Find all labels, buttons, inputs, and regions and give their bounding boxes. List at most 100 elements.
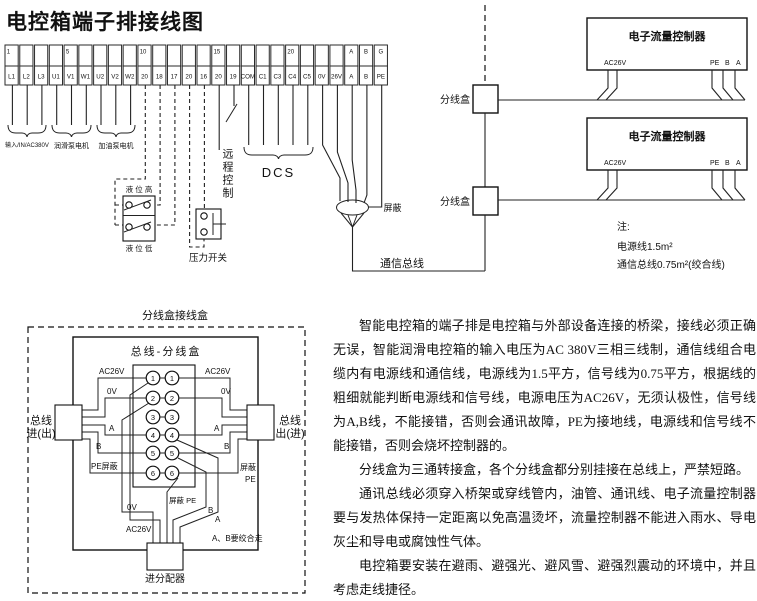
terminal-cell-top <box>255 44 270 67</box>
junction-box-detail: 分线盒接线盒 总线-分线盒 AC26V 0V A B PE屏蔽 AC26V 0V <box>27 308 306 594</box>
detail-right-pe: PE <box>245 475 256 484</box>
junction-box-1 <box>472 84 499 114</box>
bus-in-label: 总线 进(出) <box>24 415 58 441</box>
dcs-wires: DCS <box>243 85 314 180</box>
lube-pump-label: 润滑泵电机 <box>54 141 89 150</box>
brace-oil-pump <box>96 124 136 138</box>
terminal-label: W1 <box>81 74 91 81</box>
pressure-switch: 压力开关 <box>189 208 228 264</box>
junction-box-1-label: 分线盒 <box>440 93 470 106</box>
note-power-line: 电源线1.5m² <box>617 240 673 253</box>
terminal-label: C5 <box>303 74 311 81</box>
detail-left-b: B <box>96 442 101 451</box>
terminal-circle-number: 3 <box>170 413 174 422</box>
terminal-cell-bottom <box>152 65 167 86</box>
fc1-b: B <box>725 60 730 67</box>
terminal-marker: B <box>364 50 368 56</box>
detail-right-b: B <box>224 442 229 451</box>
terminal-marker: G <box>378 50 383 56</box>
terminal-label: COM <box>241 74 255 81</box>
dcs-label: DCS <box>262 165 295 180</box>
detail-outer-dashed-box <box>27 326 306 594</box>
terminal-label: U2 <box>96 74 104 81</box>
shield-label: 屏蔽 <box>384 202 402 213</box>
terminal-label: L1 <box>8 74 15 81</box>
terminal-circle <box>164 465 180 481</box>
terminal-circle <box>145 409 161 425</box>
fc2-a: A <box>736 160 741 167</box>
terminal-cell-bottom <box>226 65 241 86</box>
terminal-label: A <box>349 74 354 81</box>
pressure-switch-label: 压力开关 <box>189 252 228 264</box>
detail-right-a: A <box>214 424 220 433</box>
terminal-label: 0V <box>318 74 326 81</box>
bus-out-line1: 总线 <box>279 415 301 427</box>
terminal-label: 26V <box>331 74 343 81</box>
terminal-cell-top <box>166 44 182 67</box>
terminal-cell-bottom <box>93 65 108 86</box>
description-text: 智能电控箱的端子排是电控箱与外部设备连接的桥梁，接线必须正确无误，智能润滑电控箱… <box>333 314 756 601</box>
terminal-circle <box>145 390 161 406</box>
description-paragraph-3: 通讯总线必须穿入桥架或穿线管内，油管、通讯线、电子流量控制器要与发热体保持一定距… <box>333 486 756 549</box>
detail-bottom-ac26v: AC26V <box>126 525 152 534</box>
terminal-cell-top <box>196 44 211 67</box>
terminal-label: V2 <box>111 74 119 81</box>
detail-bottom-0v: 0V <box>127 503 137 512</box>
terminal-label: L3 <box>38 74 45 81</box>
terminal-cell-top <box>270 44 285 67</box>
terminal-cell-bottom <box>329 65 344 86</box>
terminal-circle-number: 6 <box>170 469 174 478</box>
terminal-cell-bottom <box>48 65 64 86</box>
detail-bottom-shield-pe: 屏蔽 PE <box>169 495 196 505</box>
terminal-label: W2 <box>125 74 135 81</box>
terminal-label: C1 <box>259 74 267 81</box>
level-switch: 液 位 高 液 位 低 <box>122 184 156 253</box>
detail-left-ac26v: AC26V <box>99 367 125 376</box>
page-title: 电控箱端子排接线图 <box>6 11 204 34</box>
terminal-cell-top <box>4 44 19 67</box>
distributor-box <box>146 542 184 571</box>
remote-control-label: 远程控制 <box>221 148 233 200</box>
terminal-cell-bottom <box>137 65 152 86</box>
terminal-cell-top <box>211 44 226 67</box>
terminal-cell-top <box>19 44 34 67</box>
terminal-circle <box>164 427 180 443</box>
terminal-cell-bottom <box>255 65 270 86</box>
terminal-circle-number: 4 <box>151 431 155 440</box>
terminal-circle <box>145 427 161 443</box>
detail-title: 分线盒接线盒 <box>142 308 208 322</box>
terminal-cell-top <box>137 44 152 67</box>
terminal-cell-bottom <box>240 65 256 86</box>
note-heading: 注: <box>617 220 630 233</box>
terminal-cell-bottom <box>344 65 359 86</box>
distributor-label: 进分配器 <box>145 573 185 585</box>
terminal-marker: 20 <box>287 50 294 56</box>
oil-pump-label: 加油泵电机 <box>99 141 134 150</box>
terminal-label: L2 <box>23 74 30 81</box>
detail-right-shield: 屏蔽 <box>240 462 256 472</box>
terminal-cell-top <box>329 44 344 67</box>
detail-right-gland <box>246 404 275 441</box>
junction-box-2-label: 分线盒 <box>440 195 470 208</box>
terminal-circle <box>164 370 180 386</box>
fc2-b: B <box>725 160 730 167</box>
terminal-marker: A <box>349 50 353 56</box>
bus-junction-boxes: 分线盒 分线盒 <box>440 5 745 271</box>
terminal-cell-top <box>285 44 300 67</box>
note-comm-line: 通信总线0.75m²(绞合线) <box>617 258 725 271</box>
terminal-cell-top <box>48 44 64 67</box>
terminal-circle <box>164 390 180 406</box>
bus-out-line2: 出(进) <box>275 428 305 440</box>
terminal-circle-number: 2 <box>151 394 155 403</box>
terminal-cell-top <box>152 44 167 67</box>
terminal-cell-bottom <box>181 65 196 86</box>
terminal-cell-top <box>63 44 78 67</box>
contact-blade-remote <box>225 103 238 123</box>
terminal-cell-bottom <box>285 65 300 86</box>
terminal-circle <box>164 445 180 461</box>
fc2-pe: PE <box>710 160 720 167</box>
flow-controller-1-box <box>586 17 748 71</box>
wire-spec-note: 注: 电源线1.5m² 通信总线0.75m²(绞合线) <box>617 220 725 271</box>
